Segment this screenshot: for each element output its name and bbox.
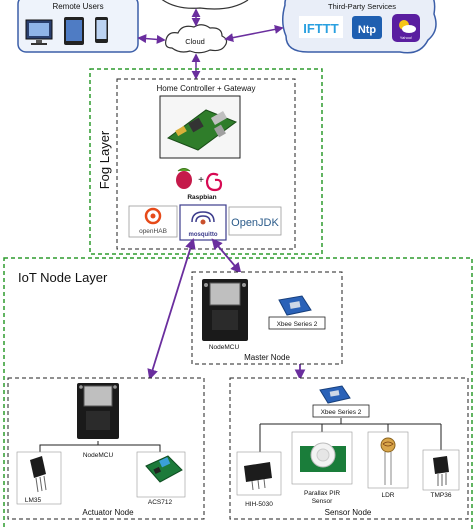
sensor-xbee-label: Xbee Series 2: [321, 409, 362, 416]
iot-layer-label: IoT Node Layer: [18, 270, 108, 285]
third-party-label: Third-Party Services: [328, 2, 396, 11]
sensor-node-title: Sensor Node: [325, 508, 372, 517]
users-cloud-arrow: [137, 34, 166, 44]
master-xbee-label: Xbee Series 2: [277, 321, 318, 328]
actuator-nodemcu-board: [77, 383, 119, 439]
actuator-wire-left: [39, 441, 99, 455]
phone-icon: [95, 17, 108, 43]
sensor-xbee-label-box: [312, 404, 370, 418]
actuator-node-title: Actuator Node: [82, 508, 134, 517]
svg-text:Yahoo!: Yahoo!: [400, 35, 412, 40]
remote-users-panel: Remote Users: [17, 0, 139, 53]
third-party-panel: Third-Party Services IFTTT Ntp Yahoo!: [282, 0, 437, 54]
svg-text:IFTTT: IFTTT: [303, 21, 338, 36]
remote-users-label: Remote Users: [52, 2, 103, 11]
desktop-icon: [25, 19, 53, 45]
pir-sensor: [291, 431, 353, 485]
svg-text:openHAB: openHAB: [139, 228, 167, 235]
tmp36-sensor: [422, 449, 460, 491]
actuator-nodemcu-label: NodeMCU: [83, 452, 114, 459]
hih5030-label: HIH-5030: [245, 501, 273, 508]
pir-label-line2: Sensor: [312, 498, 333, 505]
cloud-node: Cloud: [165, 24, 228, 54]
actuator-wire-right: [98, 444, 161, 455]
sensor-wiring: [259, 418, 442, 452]
svg-text:OpenJDK: OpenJDK: [231, 217, 279, 229]
master-xbee-label-box: [268, 316, 326, 330]
plus-sign: +: [198, 175, 204, 186]
yahoo-weather-logo: Yahoo!: [392, 14, 420, 42]
ldr-sensor: [367, 431, 409, 489]
svg-text:Ntp: Ntp: [358, 24, 377, 36]
master-xbee-module: [278, 295, 312, 316]
debian-logo: [205, 172, 223, 192]
openhab-logo: openHAB: [128, 205, 178, 238]
lm35-sensor: [16, 451, 62, 505]
master-node-title: Master Node: [244, 353, 290, 362]
ldr-label: LDR: [381, 492, 394, 499]
mosquitto-logo: mosquitto: [179, 204, 227, 241]
tmp36-label: TMP36: [431, 492, 452, 499]
sensor-xbee-module: [319, 385, 351, 404]
raspbian-label: Raspbian: [187, 194, 216, 201]
fog-layer-label: Fog Layer: [97, 130, 112, 189]
openjdk-logo: OpenJDK: [228, 206, 282, 236]
cloud-label: Cloud: [185, 37, 205, 46]
raspberry-pi-board: [159, 95, 241, 159]
internet-cloud-top: [161, 0, 249, 10]
lm35-label: LM35: [25, 497, 42, 504]
fog-layer-boundary: [89, 68, 323, 255]
svg-text:mosquitto: mosquitto: [189, 232, 218, 238]
master-nodemcu-board: [202, 279, 248, 341]
hih5030-sensor: [236, 451, 282, 496]
acs712-label: ACS712: [148, 499, 173, 506]
ifttt-logo: IFTTT: [299, 16, 343, 38]
fog-actuator-arrow: [147, 237, 196, 381]
tablet-icon: [64, 17, 84, 45]
pir-label-line1: Parallax PIR: [304, 490, 340, 497]
fog-master-arrow: [211, 238, 242, 274]
master-nodemcu-label: NodeMCU: [209, 344, 240, 351]
raspberry-logo: [176, 168, 192, 189]
gateway-title: Home Controller + Gateway: [157, 84, 256, 93]
ntp-logo: Ntp: [352, 16, 382, 39]
cloud-services-arrow: [224, 24, 284, 43]
acs712-sensor: [136, 451, 186, 498]
